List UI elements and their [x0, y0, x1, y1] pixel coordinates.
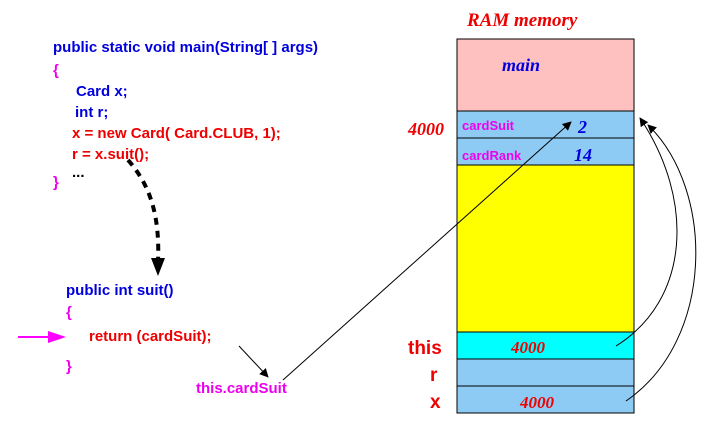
object-address-label: 4000: [407, 119, 444, 139]
code-line-declare-x: Card x;: [76, 83, 128, 100]
resolve-arrow: [238, 345, 269, 378]
code-line-new-card: x = new Card( Card.CLUB, 1);: [72, 125, 281, 142]
this-reference-arrow: [615, 117, 678, 347]
memory-title: RAM memory: [466, 10, 578, 31]
main-method-code: public static void main(String[ ] args) …: [53, 39, 318, 191]
pointer-label: this.cardSuit: [196, 380, 287, 397]
memory-column: main cardSuit 2 cardRank 14 4000 4000: [456, 38, 635, 414]
code-line-suit-open-brace: {: [66, 304, 72, 321]
main-frame-block: [456, 38, 635, 112]
card-rank-cell: [456, 137, 635, 166]
call-flow-arrowhead-icon: [151, 258, 165, 276]
current-line-arrow-icon: [18, 331, 66, 343]
card-suit-value: 2: [577, 117, 587, 137]
field-access-arrow: [282, 121, 572, 381]
code-line-main-close-brace: }: [53, 174, 59, 191]
code-line-suit-close-brace: }: [66, 358, 72, 375]
x-value: 4000: [519, 393, 555, 412]
x-cell: [456, 385, 635, 414]
r-cell: [456, 358, 635, 387]
code-line-declare-r: int r;: [75, 104, 108, 121]
code-line-ellipsis: ...: [72, 164, 85, 181]
code-line-main-open-brace: {: [53, 62, 59, 79]
main-frame-label: main: [502, 55, 540, 75]
this-value: 4000: [510, 338, 546, 357]
var-name-x: x: [430, 392, 441, 413]
card-suit-name: cardSuit: [462, 118, 515, 133]
var-name-this: this: [408, 338, 442, 359]
this-cell: [456, 331, 635, 360]
code-line-main-signature: public static void main(String[ ] args): [53, 39, 318, 56]
x-reference-arrow: [625, 124, 697, 402]
code-line-return: return (cardSuit);: [89, 328, 212, 345]
card-rank-name: cardRank: [462, 148, 522, 163]
card-rank-value: 14: [574, 145, 592, 165]
heap-area: [456, 164, 635, 333]
call-flow-arrow: [126, 158, 161, 263]
code-line-suit-signature: public int suit(): [66, 282, 173, 299]
suit-method-code: public int suit() { return (cardSuit); }: [66, 282, 212, 375]
var-name-r: r: [430, 365, 438, 386]
code-line-call-suit: r = x.suit();: [72, 146, 149, 163]
